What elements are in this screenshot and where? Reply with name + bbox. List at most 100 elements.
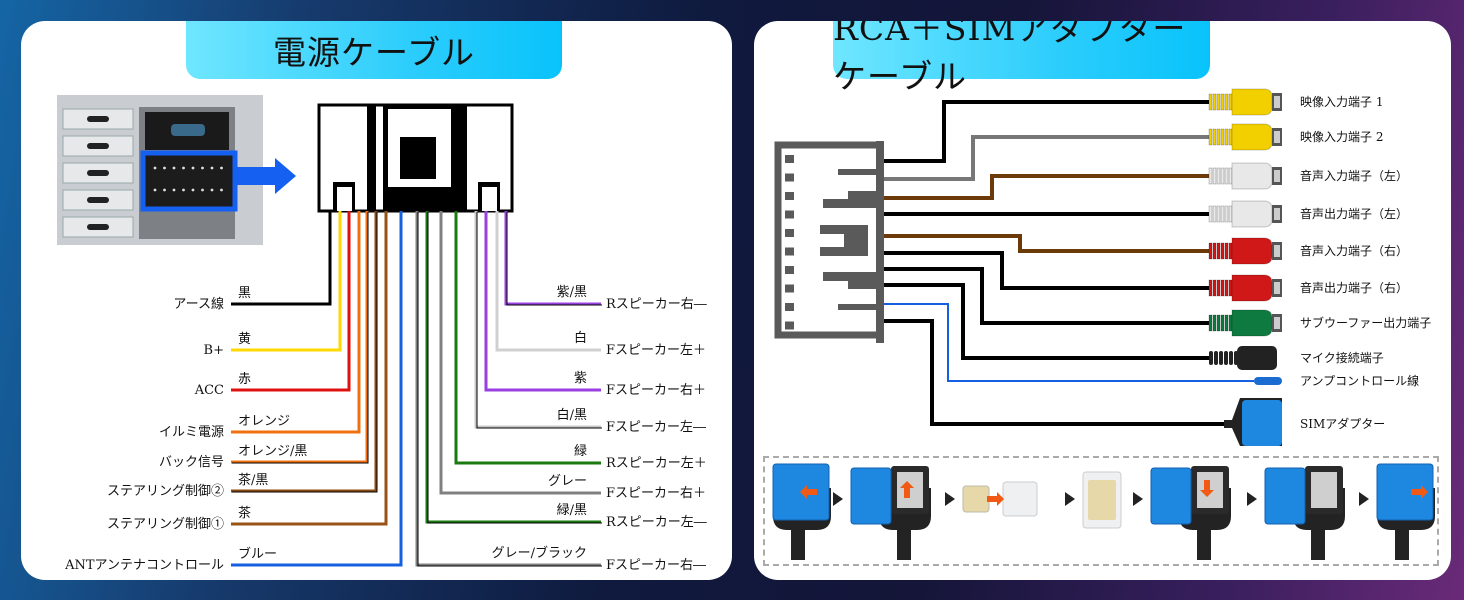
sim-adapter-cover (1242, 400, 1282, 446)
wire-left-2-line (231, 211, 342, 352)
cable-label: 音声入力端子（左） (1300, 168, 1408, 183)
rca-connector-housing (774, 141, 884, 343)
cable-9-line (884, 303, 1254, 382)
connector-pin (163, 188, 166, 192)
wire-left-2 (231, 211, 342, 352)
plug-rca-icon (1208, 88, 1282, 116)
wire-right-5 (454, 211, 601, 465)
connector-pin (220, 166, 223, 170)
wire-right-1 (504, 211, 602, 306)
plug-grip (1212, 167, 1217, 185)
plug-body (1231, 274, 1273, 302)
plug-grip (1208, 242, 1213, 260)
vent-slot (87, 197, 109, 203)
adapter-cable (791, 530, 805, 560)
plug-rca-icon (1208, 309, 1282, 337)
plug-grip (1224, 128, 1229, 146)
plug-grip (1220, 128, 1225, 146)
plug-mic-icon (1209, 346, 1277, 370)
step-chevron-icon (945, 492, 955, 506)
wire-right-3 (484, 211, 601, 392)
connector-pin (172, 188, 176, 192)
connector-bar (367, 105, 376, 211)
latch-left-inner (337, 187, 352, 211)
sim-cover-closed (1376, 463, 1434, 521)
wire-right-3-line (484, 211, 601, 392)
wire-left-4-line (231, 211, 361, 434)
arrow-left-icon (800, 485, 817, 499)
wire-left-1 (231, 211, 332, 306)
plug-jack-inner (1274, 282, 1280, 294)
wire-left-8-line (231, 211, 403, 567)
sim-step-6 (1264, 466, 1345, 560)
plug-rca-icon (1208, 274, 1282, 302)
plug-grip (1208, 93, 1213, 111)
cable-7-line (884, 267, 1209, 325)
plug-body (1231, 237, 1273, 265)
plug-grip (1216, 314, 1221, 332)
connector-pin (785, 210, 794, 219)
connector-face (876, 141, 884, 343)
arrow-head (1421, 485, 1428, 499)
plug-body (1237, 346, 1277, 370)
connector-pin (182, 166, 185, 170)
plug-grip (1216, 205, 1221, 223)
plug-body (1231, 88, 1273, 116)
adapter-cable (1395, 530, 1409, 560)
plug-grip (1216, 279, 1221, 297)
wire-color-label: 緑 (574, 444, 587, 459)
plug-grip (1212, 205, 1217, 223)
arrow-shaft (904, 488, 910, 498)
wire-left-5-stripe (232, 212, 369, 464)
wire-left-6 (231, 211, 378, 493)
plug-rca-icon (1208, 162, 1282, 190)
plug-grip (1220, 279, 1225, 297)
wire-left-5 (231, 211, 369, 464)
wire-right-8 (415, 211, 602, 567)
arrow-right-icon (275, 158, 296, 194)
sim-step-1 (772, 463, 831, 560)
sim-card (1088, 480, 1116, 520)
connector-pin (785, 192, 794, 200)
cable-10 (884, 319, 1224, 426)
adapter-cable (897, 530, 911, 560)
cable-10-line (884, 319, 1224, 426)
plug-grip (1224, 242, 1229, 260)
sim-step-2 (850, 466, 931, 560)
wire-color-label: 紫 (574, 371, 587, 386)
connector-pin (785, 229, 794, 237)
wire-left-4 (231, 211, 361, 434)
plug-grip (1220, 314, 1225, 332)
connector-key (838, 169, 878, 175)
wire-color-label: 黄 (238, 332, 251, 347)
wire-left-1-line (231, 211, 332, 306)
connector-pin (153, 166, 157, 170)
plug-body (1231, 162, 1273, 190)
wire-right-5-line (454, 211, 601, 465)
wire-right-4 (474, 211, 602, 429)
vent-slot (87, 143, 109, 149)
head-unit-photo (57, 95, 296, 245)
sim-adapter-tray (1002, 481, 1038, 517)
connector-pin (210, 166, 214, 170)
plug-rca-icon (1208, 237, 1282, 265)
connector-pin (163, 166, 166, 170)
wire-right-4-line (474, 211, 601, 429)
connector-pin (182, 188, 185, 192)
wire-function-label: ステアリング制御② (107, 484, 224, 499)
cable-5 (884, 234, 1209, 253)
plug-jack-inner (1274, 131, 1280, 143)
plug-jack-inner (1274, 208, 1280, 220)
plug-jack-inner (1274, 96, 1280, 108)
cable-label: 映像入力端子 2 (1300, 130, 1383, 144)
wire-function-label: Rスピーカー左＋ (606, 456, 707, 471)
adapter-cable (1197, 530, 1211, 560)
wire-color-label: オレンジ/黒 (238, 444, 307, 459)
wire-color-label: 赤 (238, 372, 251, 387)
cable-5-line (884, 234, 1209, 253)
sim-step-4 (1082, 471, 1122, 529)
plug-body (1231, 123, 1273, 151)
power-connector-housing (317, 103, 514, 213)
connector-pin (785, 284, 794, 293)
